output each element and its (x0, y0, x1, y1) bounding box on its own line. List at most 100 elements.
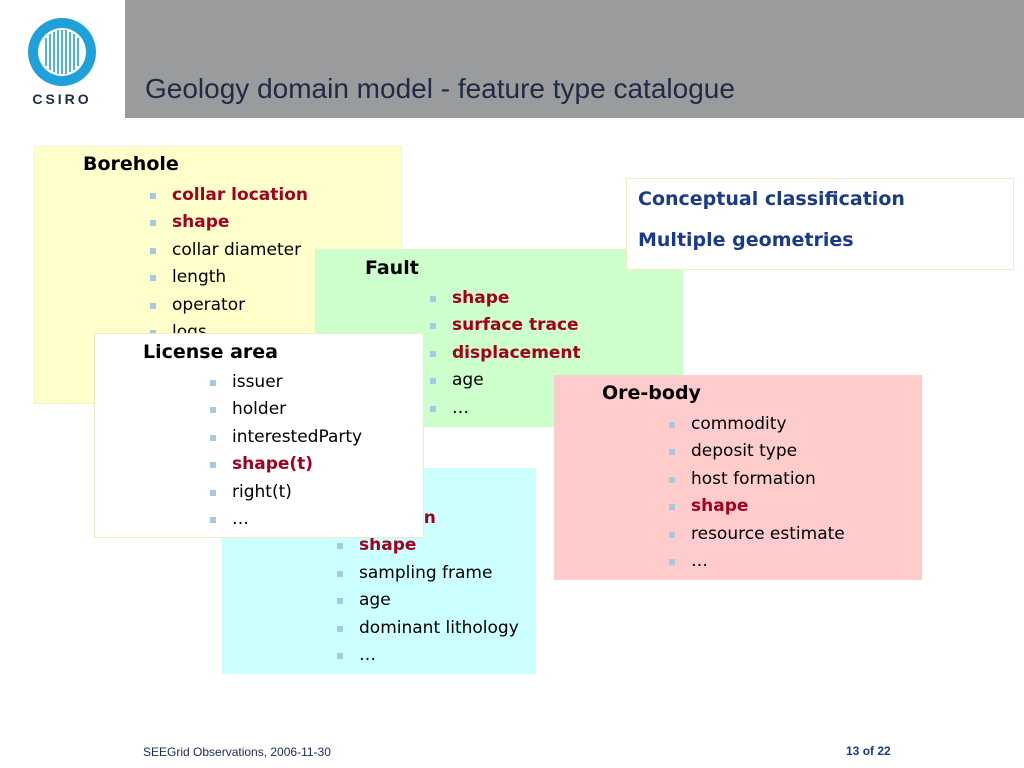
square-bullet-icon (430, 323, 436, 330)
note-line-classification: Conceptual classification (638, 188, 905, 210)
fault-attribute-list: shape surface trace displacement age … (428, 285, 581, 422)
list-item-text: … (691, 550, 708, 571)
list-item: commodity (667, 411, 845, 438)
logo-area: CSIRO (0, 0, 125, 118)
borehole-attribute-list: collar location shape collar diameter lengt… (148, 182, 308, 346)
square-bullet-icon (337, 598, 343, 605)
list-item-text: displacement (452, 342, 581, 363)
list-item: … (667, 548, 845, 575)
list-item: collar diameter (148, 237, 308, 264)
note-line-geometries: Multiple geometries (638, 229, 854, 251)
list-item-text: deposit type (691, 441, 798, 462)
square-bullet-icon (150, 247, 156, 254)
ore-body-box: Ore-body commodity deposit type host forma… (554, 375, 922, 580)
csiro-logo: CSIRO (28, 18, 96, 107)
list-item-text: right(t) (232, 481, 292, 502)
list-item: operator (148, 292, 308, 319)
list-item-text: age (359, 590, 391, 611)
ore-body-attribute-list: commodity deposit type host formation shape… (667, 411, 845, 575)
list-item-text: dominant lithology (359, 617, 519, 638)
list-item: issuer (208, 369, 362, 396)
square-bullet-icon (669, 558, 675, 565)
list-item-text: issuer (232, 372, 283, 392)
square-bullet-icon (430, 378, 436, 385)
list-item: shape (335, 532, 519, 559)
list-item-text: surface trace (452, 315, 579, 336)
square-bullet-icon (337, 652, 343, 659)
list-item-text: shape (452, 288, 510, 308)
square-bullet-icon (150, 193, 156, 199)
square-bullet-icon (669, 449, 675, 456)
license-area-heading: License area (143, 341, 279, 363)
list-item-text: … (359, 644, 376, 665)
list-item: holder (208, 396, 362, 423)
list-item-text: shape (172, 212, 230, 233)
square-bullet-icon (337, 625, 343, 632)
list-item: age (335, 587, 519, 614)
list-item-text: age (452, 370, 484, 391)
list-item-text: length (172, 267, 227, 288)
square-bullet-icon (210, 516, 216, 523)
list-item-text: … (452, 397, 469, 418)
page-total: 22 (877, 744, 891, 758)
list-item: … (335, 642, 519, 669)
license-area-attribute-list: issuer holder interestedParty shape(t) right… (208, 369, 362, 533)
list-item: … (208, 506, 362, 533)
list-item-text: holder (232, 399, 287, 420)
square-bullet-icon (210, 434, 216, 441)
list-item-text: collar location (172, 185, 308, 205)
square-bullet-icon (337, 570, 343, 577)
fault-heading: Fault (365, 257, 419, 279)
square-bullet-icon (669, 504, 675, 511)
square-bullet-icon (150, 275, 156, 282)
square-bullet-icon (210, 380, 216, 386)
list-item-text: shape (359, 535, 417, 556)
square-bullet-icon (430, 350, 436, 357)
square-bullet-icon (669, 476, 675, 483)
list-item: interestedParty (208, 424, 362, 451)
list-item-text: shape(t) (232, 454, 314, 475)
note-box: Conceptual classification Multiple geome… (626, 178, 1014, 270)
list-item: dominant lithology (335, 615, 519, 642)
license-area-box: License area issuer holder interestedParty… (94, 333, 424, 538)
square-bullet-icon (210, 407, 216, 414)
list-item: shape(t) (208, 451, 362, 478)
list-item: shape (428, 285, 581, 312)
page-current: 13 (846, 744, 860, 758)
square-bullet-icon (337, 543, 343, 550)
square-bullet-icon (210, 489, 216, 496)
list-item: resource estimate (667, 521, 845, 548)
square-bullet-icon (210, 462, 216, 469)
list-item-text: resource estimate (691, 523, 845, 544)
list-item: age (428, 367, 581, 394)
borehole-heading: Borehole (83, 153, 179, 175)
header-bar (125, 0, 1024, 118)
list-item-text: interestedParty (232, 426, 363, 447)
slide-title: Geology domain model - feature type cata… (145, 73, 735, 104)
list-item: deposit type (667, 438, 845, 465)
list-item: shape (148, 209, 308, 236)
page-of: of (862, 744, 875, 758)
square-bullet-icon (150, 302, 156, 309)
list-item: … (428, 395, 581, 422)
logo-text: CSIRO (32, 91, 91, 107)
footer-text: SEEGrid Observations, 2006-11-30 (143, 745, 331, 759)
list-item-text: commodity (691, 414, 787, 434)
list-item: collar location (148, 182, 308, 209)
square-bullet-icon (430, 296, 436, 302)
list-item: surface trace (428, 312, 581, 339)
list-item: shape (667, 493, 845, 520)
list-item: length (148, 264, 308, 291)
square-bullet-icon (430, 405, 436, 412)
page-number: 13 of 22 (846, 744, 891, 758)
square-bullet-icon (150, 329, 156, 336)
list-item: sampling frame (335, 560, 519, 587)
list-item-text: sampling frame (359, 562, 493, 583)
list-item-text: host formation (691, 468, 816, 489)
list-item: host formation (667, 466, 845, 493)
list-item-text: … (232, 508, 249, 529)
list-item: right(t) (208, 479, 362, 506)
square-bullet-icon (669, 422, 675, 428)
list-item-text: shape (691, 496, 749, 517)
ore-body-heading: Ore-body (602, 382, 701, 404)
